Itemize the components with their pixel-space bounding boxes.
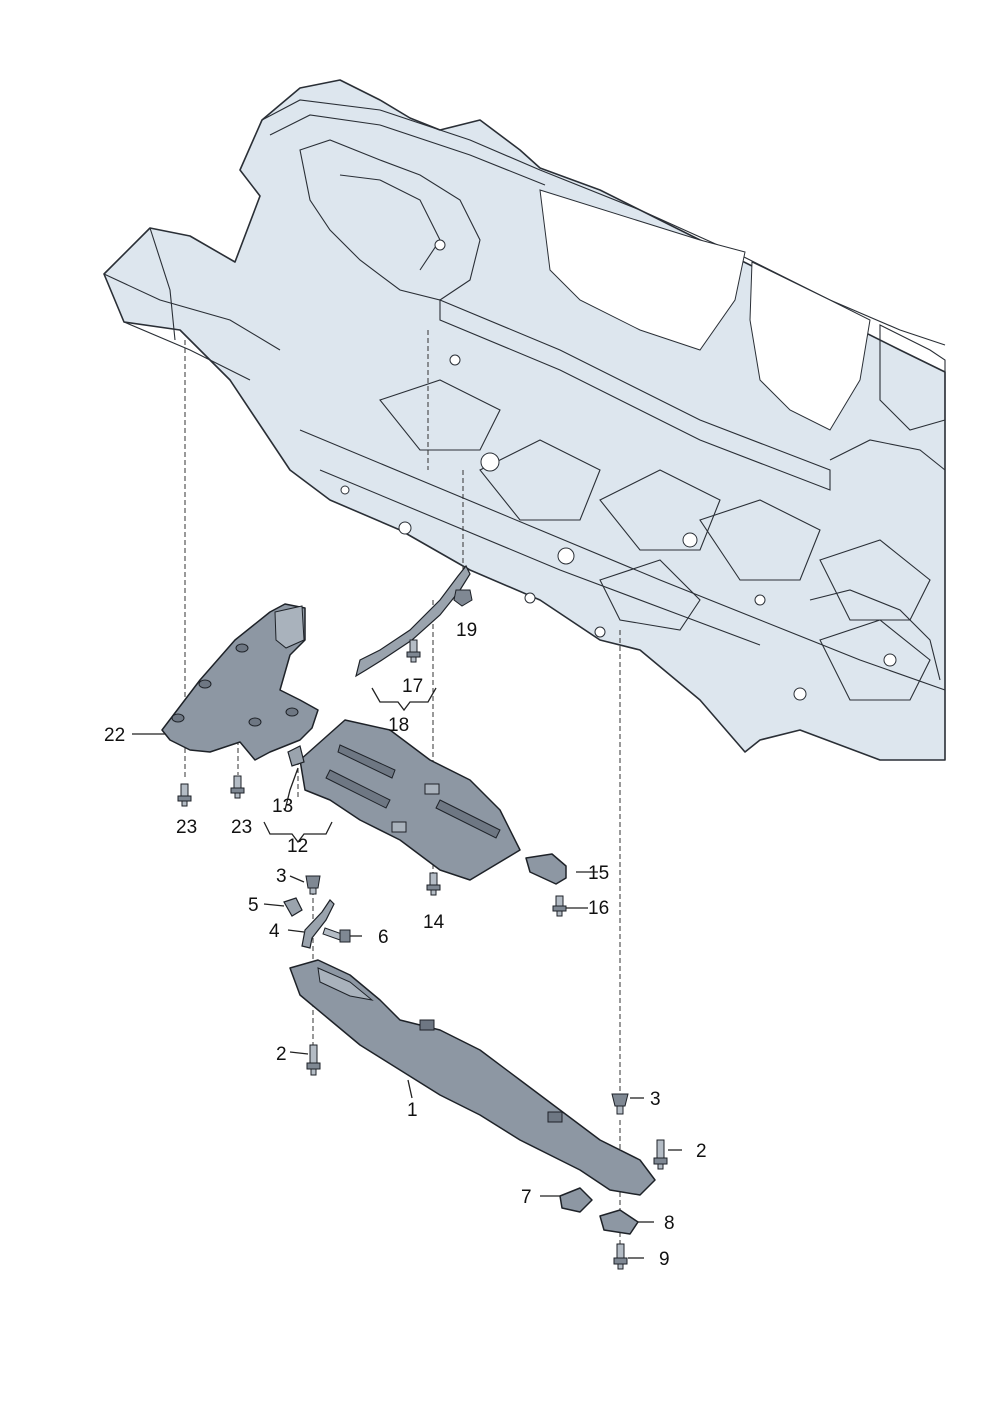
- callout-12: 12: [287, 836, 308, 857]
- bracket-15: [525, 853, 567, 885]
- nut-5-icon: [283, 897, 303, 917]
- callout-17: 17: [402, 676, 423, 697]
- vehicle-body-shell: [103, 79, 946, 761]
- callout-14: 14: [423, 912, 445, 933]
- callout-16: 16: [588, 898, 609, 919]
- nut-19-icon: [453, 589, 473, 607]
- clip-13-icon: [287, 745, 305, 767]
- callout-1: 1: [407, 1100, 418, 1121]
- underbody-panel-tunnel: [299, 719, 521, 881]
- callout-2b: 2: [696, 1141, 707, 1162]
- callout-13: 13: [272, 796, 293, 817]
- fasteners: [177, 589, 668, 1270]
- callout-labels: 22 23 23 13 12 17 18 19 15 16 14 3 5 4 6…: [104, 620, 707, 1270]
- screw-6-icon: [322, 927, 351, 943]
- callout-22: 22: [104, 725, 125, 746]
- bolt-17-icon: [406, 639, 421, 663]
- clip-3b-icon: [611, 1093, 629, 1115]
- bracket-18: [355, 564, 471, 678]
- bolt-2a-icon: [306, 1044, 321, 1076]
- callout-3a: 3: [276, 866, 287, 887]
- callout-7: 7: [521, 1187, 532, 1208]
- bolt-9-icon: [613, 1243, 628, 1270]
- clip-3a-icon: [305, 875, 321, 895]
- callout-6: 6: [378, 927, 389, 948]
- callout-5: 5: [248, 895, 259, 916]
- callout-2a: 2: [276, 1044, 287, 1065]
- callout-19: 19: [456, 620, 477, 641]
- callout-8: 8: [664, 1213, 675, 1234]
- callout-18: 18: [388, 715, 409, 736]
- callout-15: 15: [588, 863, 609, 884]
- underbody-panel-side: [289, 959, 656, 1196]
- leader-lines: [132, 687, 682, 1259]
- cover-7: [559, 1187, 593, 1213]
- callout-23a: 23: [176, 817, 197, 838]
- bolt-2b-icon: [653, 1139, 668, 1170]
- bolt-14-icon: [426, 872, 441, 896]
- bolt-23a-icon: [177, 783, 192, 807]
- underbody-panel-front: [161, 603, 319, 761]
- bracket-8: [599, 1209, 639, 1235]
- callout-4: 4: [269, 921, 280, 942]
- callout-9: 9: [659, 1249, 670, 1270]
- bolt-16-icon: [552, 895, 567, 917]
- callout-3b: 3: [650, 1089, 661, 1110]
- bracket-4: [301, 899, 335, 949]
- callout-23b: 23: [231, 817, 252, 838]
- bolt-23b-icon: [230, 775, 245, 799]
